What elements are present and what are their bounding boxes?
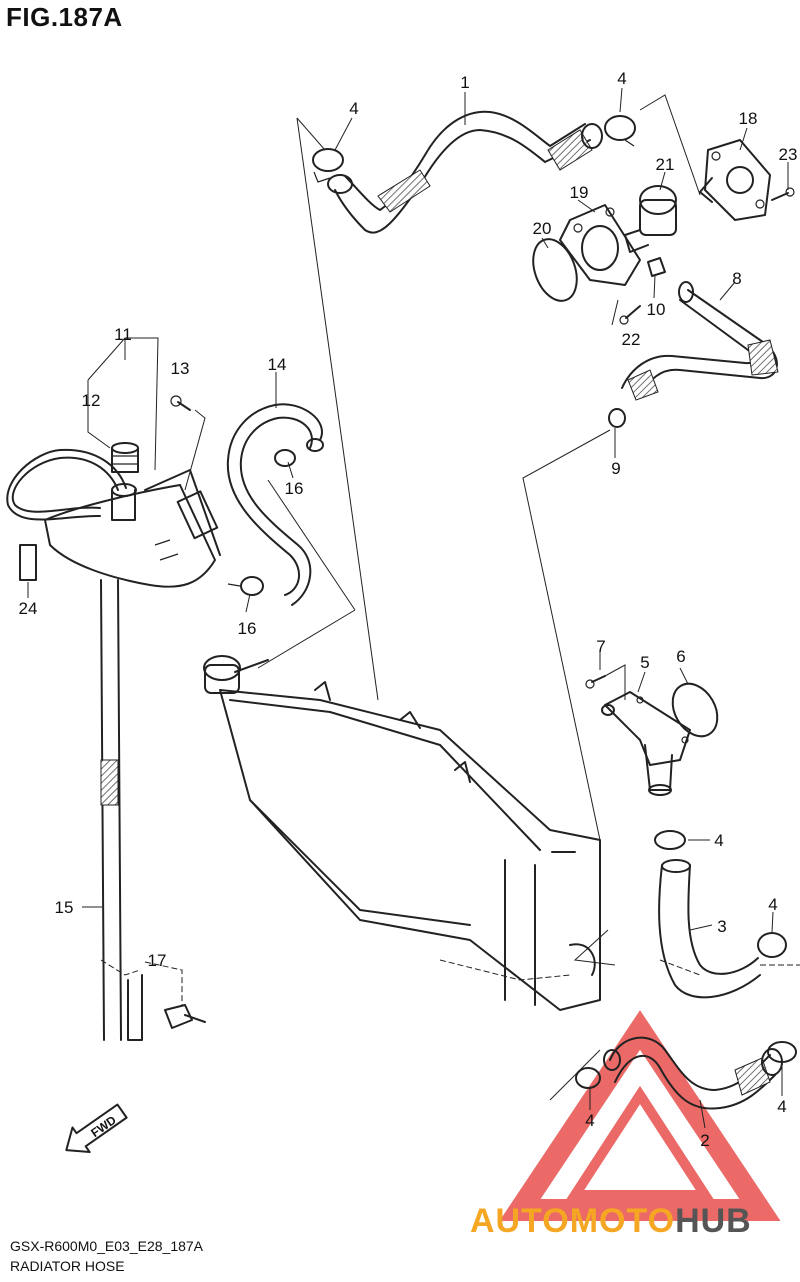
callout-16-upper: 16: [285, 479, 304, 498]
clamp-9: [608, 408, 626, 428]
fwd-arrow-icon: FWD: [65, 1103, 128, 1154]
callout-16-lower: 16: [238, 619, 257, 638]
callout-4-hose2-right: 4: [777, 1097, 786, 1116]
o-ring-6: [671, 682, 719, 738]
reservoir-tank: [44, 469, 221, 588]
callout-15: 15: [55, 898, 74, 917]
figure-name: RADIATOR HOSE: [10, 1258, 125, 1274]
clamp-17: [164, 1004, 206, 1029]
hose-14: [226, 403, 324, 606]
hose-8: [621, 281, 779, 401]
callout-12: 12: [82, 391, 101, 410]
callout-23: 23: [779, 145, 798, 164]
watermark-logo-icon: [499, 1010, 781, 1221]
thermostat-cover-18: [699, 139, 771, 221]
callout-22: 22: [622, 330, 641, 349]
bolt-7: [585, 675, 606, 689]
callout-17: 17: [148, 951, 167, 970]
callout-8: 8: [732, 269, 741, 288]
clamp-16-lower: [227, 576, 264, 596]
callout-7: 7: [596, 637, 605, 656]
watermark-part2: HUB: [675, 1202, 752, 1240]
clip-10: [647, 257, 666, 277]
callout-4-inlet: 4: [714, 831, 723, 850]
breather-hose: [6, 448, 127, 521]
hose-3: [658, 859, 800, 999]
clamp-4-hose2-right: [767, 1041, 797, 1063]
fwd-label: FWD: [88, 1113, 119, 1140]
clamp-4-hose3: [757, 932, 787, 958]
watermark-part1: AUTOMOTO: [470, 1202, 675, 1240]
inlet-pipe-5: [601, 691, 691, 796]
clamp-16-upper: [274, 449, 296, 467]
o-ring-20: [532, 238, 578, 302]
callout-4-upper-left: 4: [349, 99, 358, 118]
clamp-4-upper-right: [604, 115, 636, 147]
overflow-hose-15: [100, 579, 143, 1041]
thermostat-21: [624, 185, 677, 253]
bolt-23: [771, 187, 795, 201]
clamp-4-inlet: [654, 830, 686, 850]
label-plate-24: [19, 544, 37, 581]
callout-20: 20: [533, 219, 552, 238]
clamp-4-hose2-left: [575, 1067, 601, 1089]
callout-14: 14: [268, 355, 287, 374]
callout-1: 1: [460, 73, 469, 92]
watermark-text: AUTOMOTOHUB: [470, 1202, 752, 1240]
figure-title: FIG.187A: [6, 2, 123, 32]
callout-5: 5: [640, 653, 649, 672]
callout-4-hose3: 4: [768, 895, 777, 914]
thermostat-housing-19: [559, 204, 641, 286]
clamp-4-upper-left: [312, 148, 344, 183]
callout-3: 3: [717, 917, 726, 936]
callout-9: 9: [611, 459, 620, 478]
reservoir-cap-12: [111, 442, 139, 473]
radiator: [203, 655, 601, 1011]
callout-10: 10: [647, 300, 666, 319]
bolt-13: [170, 395, 191, 411]
bolt-22: [619, 305, 641, 325]
callout-2: 2: [700, 1131, 709, 1150]
callout-4-hose2-left: 4: [585, 1111, 594, 1130]
callout-11: 11: [114, 325, 132, 344]
callout-24: 24: [19, 599, 38, 618]
callout-6: 6: [676, 647, 685, 666]
callout-18: 18: [739, 109, 758, 128]
callout-13: 13: [171, 359, 190, 378]
leader-lines: [27, 87, 789, 1129]
callout-19: 19: [570, 183, 589, 202]
hose-1: [327, 110, 603, 234]
figure-code: GSX-R600M0_E03_E28_187A: [10, 1238, 204, 1254]
callout-21: 21: [656, 155, 675, 174]
callout-4-upper-right: 4: [617, 69, 626, 88]
